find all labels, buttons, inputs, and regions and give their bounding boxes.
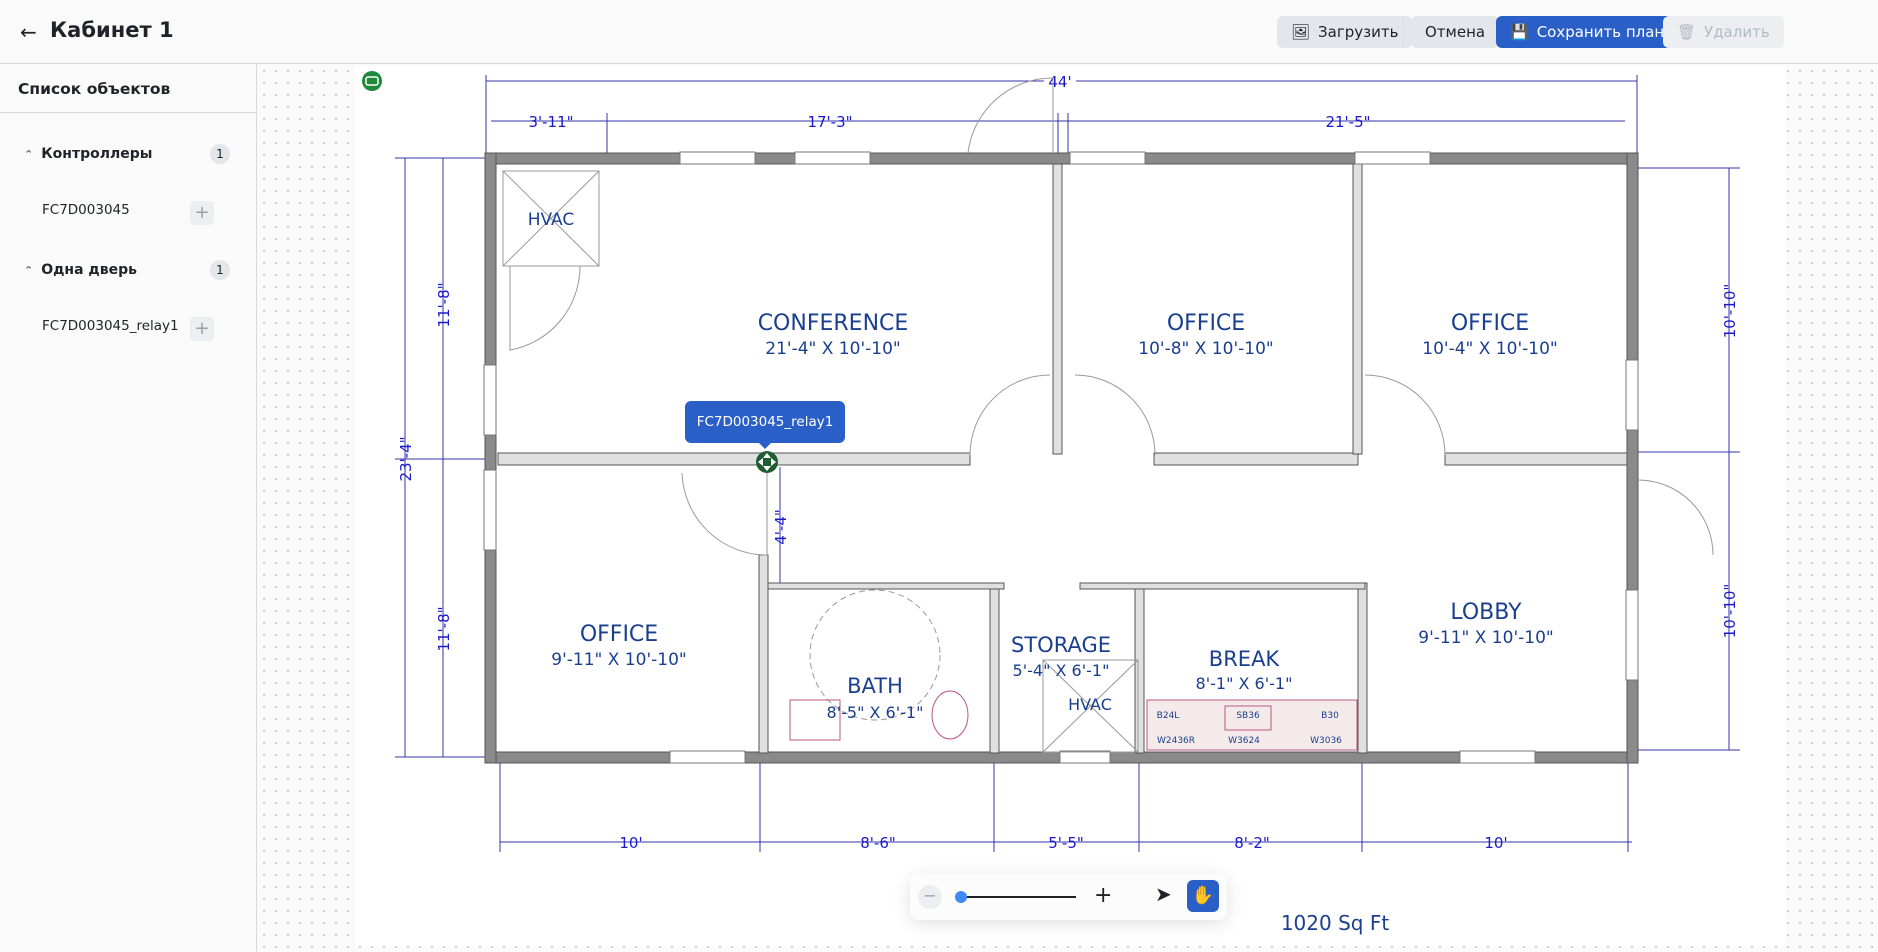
add-button[interactable]: + <box>190 201 214 225</box>
move-icon <box>758 453 776 471</box>
group-single-door[interactable]: ⌃ Одна дверь <box>24 262 137 278</box>
dim-right: 10'-10" <box>1721 284 1739 339</box>
chevron-up-icon: ⌃ <box>24 147 34 161</box>
cancel-button[interactable]: Отмена <box>1411 16 1500 48</box>
dim-left-total: 23'-4" <box>397 436 415 481</box>
zoom-out-button[interactable]: − <box>918 885 942 909</box>
cabinet-label: W3624 <box>1228 736 1260 746</box>
cabinet-label: B30 <box>1321 711 1339 721</box>
list-item[interactable]: FC7D003045 <box>42 202 130 218</box>
fixtures <box>789 690 1358 751</box>
room-name: OFFICE <box>580 622 658 647</box>
dim-bottom: 10' <box>1484 834 1507 852</box>
divider <box>0 112 257 113</box>
save-plan-button[interactable]: 💾 Сохранить план <box>1496 16 1679 48</box>
room-size: 9'-11" X 10'-10" <box>551 650 686 670</box>
add-button[interactable]: + <box>190 317 214 341</box>
object-list-sidebar: Список объектов ⌃ Контроллеры 1 FC7D00304… <box>0 64 257 952</box>
dimension-labels: 44' 3'-11" 17'-3" 21'-5" 11'-8" 11'-8" 2… <box>397 73 1739 852</box>
floppy-icon: 💾 <box>1510 23 1529 41</box>
group-label: Контроллеры <box>41 146 153 162</box>
room-size: 10'-4" X 10'-10" <box>1422 339 1557 359</box>
dim-bottom: 10' <box>619 834 642 852</box>
windows <box>483 151 1639 764</box>
zoom-in-button[interactable]: + <box>1094 883 1113 908</box>
count-badge: 1 <box>210 144 230 164</box>
room-name: BATH <box>847 674 903 698</box>
room-name: LOBBY <box>1450 600 1522 625</box>
dim-top: 3'-11" <box>528 113 573 131</box>
cancel-label: Отмена <box>1425 23 1486 41</box>
dim-bottom: 5'-5" <box>1048 834 1084 852</box>
dim-left: 11'-8" <box>435 282 453 327</box>
zoom-slider[interactable] <box>956 896 1076 898</box>
group-label: Одна дверь <box>41 262 137 278</box>
cabinet-label: B24L <box>1157 711 1180 721</box>
room-name: OFFICE <box>1167 311 1245 336</box>
cabinet-label: W3036 <box>1310 736 1342 746</box>
hand-tool-icon[interactable]: ✋ <box>1187 880 1219 912</box>
room-name: STORAGE <box>1011 633 1111 657</box>
pointer-tool-icon[interactable]: ➤ <box>1155 882 1172 906</box>
count-badge: 1 <box>210 260 230 280</box>
area-label: 1020 Sq Ft <box>1281 911 1390 935</box>
dimension-lines <box>395 75 1740 852</box>
dim-door: 4'-4" <box>772 509 790 545</box>
header: ← Кабинет 1 🖼 Загрузить Отмена 💾 Сохранить… <box>0 0 1878 64</box>
room-size: 5'-4" X 6'-1" <box>1013 661 1110 680</box>
room-size: 9'-11" X 10'-10" <box>1418 628 1553 648</box>
dim-bottom: 8'-2" <box>1234 834 1270 852</box>
page-title: Кабинет 1 <box>50 18 174 42</box>
dim-bottom: 8'-6" <box>860 834 896 852</box>
hvac-label: HVAC <box>528 210 575 230</box>
dim-top: 21'-5" <box>1325 113 1370 131</box>
dim-total-background <box>1044 72 1076 90</box>
upload-label: Загрузить <box>1318 23 1399 41</box>
hvac-label: HVAC <box>1068 695 1112 714</box>
relay-marker[interactable] <box>756 451 778 473</box>
list-item[interactable]: FC7D003045_relay1 <box>42 318 179 334</box>
relay-tooltip: FC7D003045_relay1 <box>685 401 845 449</box>
zoom-toolbar: − + ➤ ✋ <box>910 873 1227 920</box>
trash-icon: 🗑 <box>1677 23 1697 41</box>
dim-right: 10'-10" <box>1721 584 1739 639</box>
cabinet-label: W2436R <box>1157 736 1195 746</box>
floor-plan <box>355 66 1785 946</box>
dim-left: 11'-8" <box>435 606 453 651</box>
upload-button[interactable]: 🖼 Загрузить <box>1277 16 1413 48</box>
doors <box>502 77 1714 753</box>
sidebar-title: Список объектов <box>18 80 171 98</box>
room-name: OFFICE <box>1451 311 1529 336</box>
room-labels: CONFERENCE 21'-4" X 10'-10" OFFICE 10'-8… <box>528 210 1558 935</box>
room-name: BREAK <box>1209 647 1281 671</box>
chevron-up-icon: ⌃ <box>24 263 34 277</box>
room-size: 8'-1" X 6'-1" <box>1196 674 1293 693</box>
back-arrow-icon[interactable]: ← <box>20 20 37 44</box>
delete-label: Удалить <box>1704 23 1770 41</box>
controller-icon <box>365 76 379 86</box>
room-size: 21'-4" X 10'-10" <box>765 339 900 359</box>
delete-button[interactable]: 🗑 Удалить <box>1663 16 1784 48</box>
dim-top: 17'-3" <box>807 113 852 131</box>
dim-total: 44' <box>1048 73 1071 91</box>
room-size: 8'-5" X 6'-1" <box>827 703 924 722</box>
controller-marker[interactable] <box>362 71 382 91</box>
room-name: CONFERENCE <box>758 311 909 336</box>
image-upload-icon: 🖼 <box>1291 23 1311 41</box>
group-controllers[interactable]: ⌃ Контроллеры <box>24 146 152 162</box>
zoom-slider-handle[interactable] <box>955 891 967 903</box>
save-label: Сохранить план <box>1536 23 1665 41</box>
room-size: 10'-8" X 10'-10" <box>1138 339 1273 359</box>
cabinet-label: SB36 <box>1236 711 1260 721</box>
divider <box>1403 16 1404 48</box>
